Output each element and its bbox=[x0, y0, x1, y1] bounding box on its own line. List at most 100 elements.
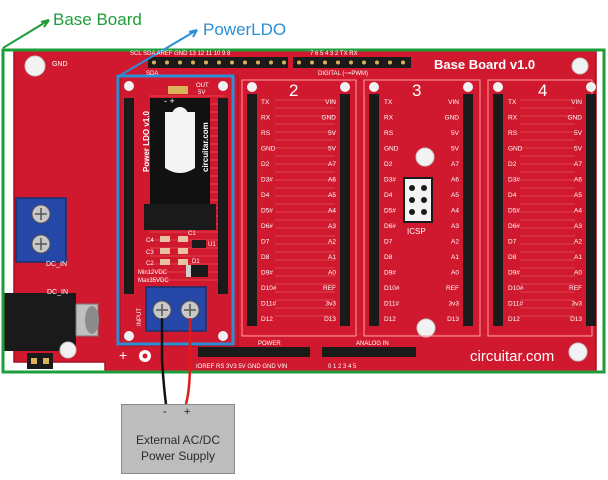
slot-3-pin-right: A0 bbox=[451, 270, 459, 277]
slot-4-pin-right: GND bbox=[568, 115, 583, 122]
slot-4-pin-right: VIN bbox=[571, 99, 582, 106]
jumper bbox=[27, 353, 53, 369]
slot-2-pin-right: D13 bbox=[324, 316, 336, 323]
slot-2-pin-left: D5# bbox=[261, 208, 273, 215]
slot-3-pin-right: A1 bbox=[451, 254, 459, 261]
slot-3-pin-left: D8 bbox=[384, 254, 393, 261]
slot-2-pin-right: A2 bbox=[328, 239, 336, 246]
slot-3-pin-right: 5V bbox=[451, 130, 460, 137]
power-header bbox=[198, 347, 310, 357]
slot-2-pin-left: D10# bbox=[261, 285, 277, 292]
slot-3-pin-right: 3v3 bbox=[449, 301, 460, 308]
icsp-header bbox=[403, 177, 433, 223]
mount-hole-mid bbox=[415, 147, 435, 167]
smd-caps bbox=[160, 236, 206, 265]
slot-4-pin-right: REF bbox=[569, 285, 582, 292]
slot-3-pin-right: 5V bbox=[451, 146, 460, 153]
barrel-jack bbox=[4, 293, 76, 351]
slot-2-pin-left: D8 bbox=[261, 254, 270, 261]
ldo-input-label: INPUT bbox=[137, 308, 143, 326]
slot-4-pin-right: A3 bbox=[574, 223, 582, 230]
digital-label: DIGITAL (~=PWM) bbox=[318, 71, 368, 77]
icsp-pins bbox=[409, 185, 427, 215]
ldo-out-label: OUT bbox=[196, 83, 209, 89]
power-header-label: POWER bbox=[258, 341, 281, 347]
slot-2-pin-right: A4 bbox=[328, 208, 336, 215]
slot-2-pin-left: RS bbox=[261, 130, 271, 137]
slot-4-pin-right: 5V bbox=[574, 130, 583, 137]
analog-pin-labels: 0 1 2 3 4 5 bbox=[328, 364, 357, 370]
ldo-c1: C1 bbox=[188, 231, 196, 237]
slot-4-pin-right: A0 bbox=[574, 270, 582, 277]
slot-4-pin-left: D9# bbox=[508, 270, 520, 277]
slot-4-pin-left: D5# bbox=[508, 208, 520, 215]
ldo-outline bbox=[116, 74, 235, 346]
slot-2-pin-left: D12 bbox=[261, 316, 273, 323]
wire-positive bbox=[184, 318, 192, 405]
slot-2-pin-right: A0 bbox=[328, 270, 336, 277]
diode-d1 bbox=[186, 265, 208, 277]
top-pin-labels: SCL SDA AREF GND 13 12 11 10 9 8 bbox=[130, 51, 231, 57]
slot-4-pin-left: D2 bbox=[508, 161, 517, 168]
slot-3-pin-right: A4 bbox=[451, 208, 459, 215]
ldo-u1: U1 bbox=[208, 242, 216, 248]
gnd-label: GND bbox=[52, 61, 68, 68]
slot-3-pin-right: D13 bbox=[447, 316, 459, 323]
slot-2-pin-left: D9# bbox=[261, 270, 273, 277]
ldo-arrow bbox=[118, 29, 198, 77]
psu-minus-label: - bbox=[163, 406, 167, 418]
slot-4-pin-left: D11# bbox=[508, 301, 523, 308]
slot-3-pin-left: D12 bbox=[384, 316, 396, 323]
power-supply-label: External AC/DC Power Supply bbox=[135, 433, 221, 463]
slot-3-pin-right: GND bbox=[445, 115, 460, 122]
sda-label: SDA bbox=[146, 71, 158, 77]
ldo-cap-c4: C4 bbox=[146, 238, 154, 244]
ldo-plus-minus: - + bbox=[164, 96, 175, 106]
slot-3-pin-right: REF bbox=[446, 285, 459, 292]
pcb-traces bbox=[239, 95, 590, 336]
power-pin-labels: IOREF RS 3V3 5V GND GND VIN bbox=[196, 364, 287, 370]
ldo-corner-holes bbox=[124, 81, 228, 341]
slot-3-pin-right: A6 bbox=[451, 177, 459, 184]
slot-2-pin-right: A1 bbox=[328, 254, 336, 261]
analog-header bbox=[322, 347, 416, 357]
slot-3-pin-left: D4 bbox=[384, 192, 393, 199]
slot-4-pin-right: D13 bbox=[570, 316, 582, 323]
slot-3-pin-right: A3 bbox=[451, 223, 459, 230]
slot-2-pin-left: D11# bbox=[261, 301, 276, 308]
top-header-pins bbox=[152, 60, 405, 65]
slot-4-pin-left: D3# bbox=[508, 177, 520, 184]
slot-4-pin-right: A4 bbox=[574, 208, 582, 215]
mount-hole-tr bbox=[571, 57, 589, 75]
dc-plus-sign: + bbox=[119, 347, 127, 363]
slot-3-frame bbox=[363, 79, 481, 337]
dc-in-label-2: DC_IN bbox=[47, 289, 68, 296]
slot-3-pin-left: RX bbox=[384, 115, 394, 122]
base-board-callout: Base Board bbox=[53, 10, 142, 29]
slot-4-pin-left: RS bbox=[508, 130, 518, 137]
slot-4-pin-left: GND bbox=[508, 146, 523, 153]
slot-2-pin-right: 5V bbox=[328, 130, 337, 137]
slot-2-pin-left: GND bbox=[261, 146, 276, 153]
slot-2-pin-left: D7 bbox=[261, 239, 270, 246]
slot-4-pin-right: 5V bbox=[574, 146, 583, 153]
slot-3-pin-right: VIN bbox=[448, 99, 459, 106]
ldo-cap-c3: C3 bbox=[146, 250, 154, 256]
slot-4-pin-right: 3v3 bbox=[572, 301, 583, 308]
slot-3-pin-left: D3# bbox=[384, 177, 396, 184]
slot-number-4: 4 bbox=[538, 81, 547, 100]
slot-3-pin-right: A2 bbox=[451, 239, 459, 246]
ldo-cap-c2: C2 bbox=[146, 261, 154, 267]
slot-2-pin-left: RX bbox=[261, 115, 271, 122]
slot-hatching bbox=[275, 99, 575, 317]
slot-3-pin-left: D2 bbox=[384, 161, 393, 168]
slot-number-3: 3 bbox=[412, 81, 421, 100]
slot-headers bbox=[247, 94, 596, 326]
slot-4-pin-left: D8 bbox=[508, 254, 517, 261]
brand-text: circuitar.com bbox=[470, 348, 554, 365]
slot-number-2: 2 bbox=[289, 81, 298, 100]
slot-3-pin-left: D9# bbox=[384, 270, 396, 277]
slot-3-pin-left: D10# bbox=[384, 285, 400, 292]
